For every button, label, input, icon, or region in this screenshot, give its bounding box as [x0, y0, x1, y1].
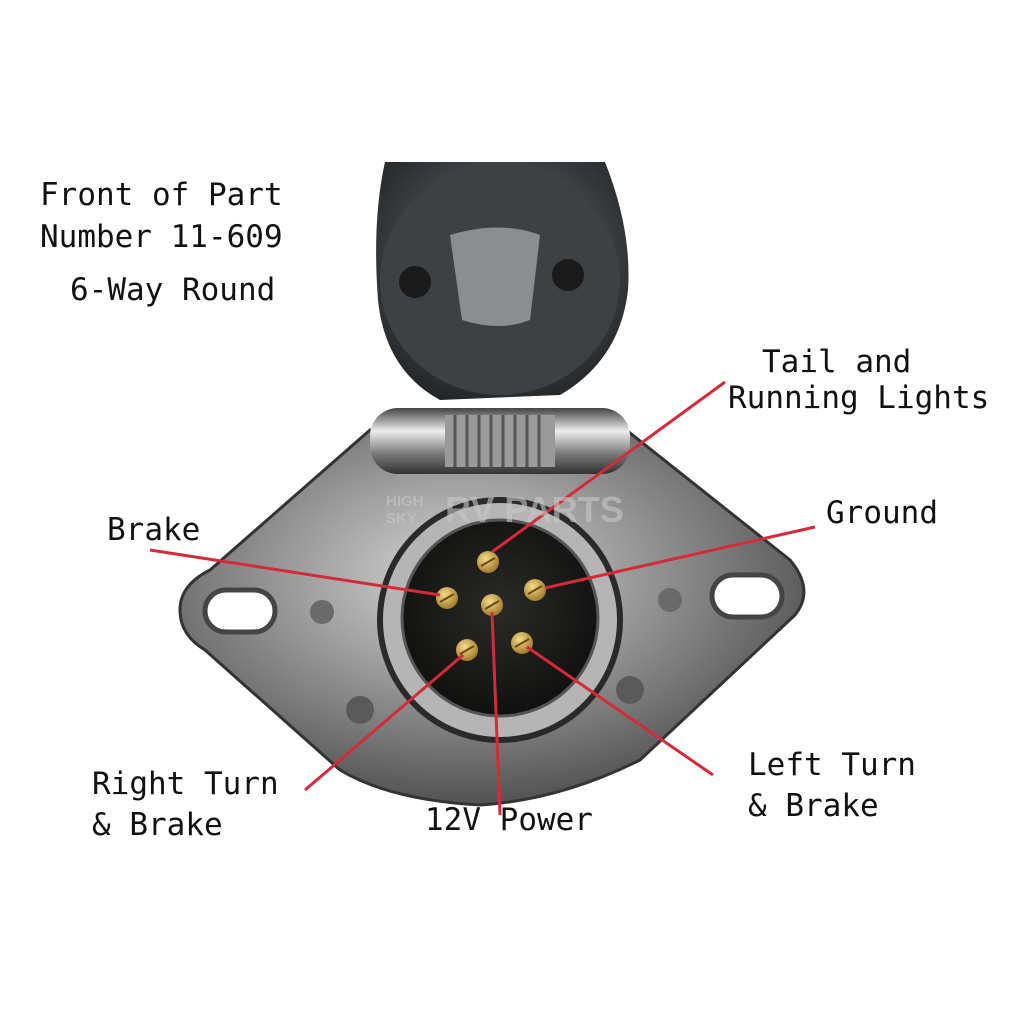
label-left-turn-line-2: & Brake: [748, 788, 879, 824]
hinge: [370, 408, 630, 474]
mounting-hole-left: [202, 587, 278, 635]
pin-center: [481, 594, 503, 616]
pins: [436, 551, 546, 661]
watermark: HIGH: [386, 493, 424, 510]
leader-line-tail: [491, 380, 726, 554]
pin-tail: [477, 551, 499, 573]
leader-line-power: [490, 611, 502, 816]
label-right-turn-line-1: Right Turn: [92, 766, 279, 802]
leader-line-brake: [149, 548, 441, 597]
watermark: RV PARTS: [445, 489, 624, 530]
connector-lid: [376, 162, 629, 400]
pin-left-turn: [511, 632, 533, 654]
leader-line-ground: [544, 525, 816, 590]
label-tail-line-1: Tail and: [762, 344, 912, 380]
label-left-turn-line-1: Left Turn: [748, 747, 916, 783]
mounting-hole-right: [709, 572, 785, 620]
label-brake: Brake: [107, 512, 201, 548]
leader-line-right-turn: [304, 653, 464, 792]
socket-insert: [400, 518, 600, 718]
title-line-3: 6-Way Round: [70, 272, 276, 308]
label-tail-line-2: Running Lights: [728, 380, 990, 416]
watermark: SKY: [386, 510, 417, 527]
pin-ground: [524, 579, 546, 601]
label-right-turn-line-2: & Brake: [92, 807, 223, 843]
pin-brake: [436, 587, 458, 609]
title-line-1: Front of Part: [40, 177, 283, 213]
title-line-2: Number 11-609: [40, 219, 283, 255]
label-power: 12V Power: [425, 802, 593, 838]
label-ground: Ground: [826, 495, 938, 531]
leader-line-left-turn: [526, 645, 714, 777]
